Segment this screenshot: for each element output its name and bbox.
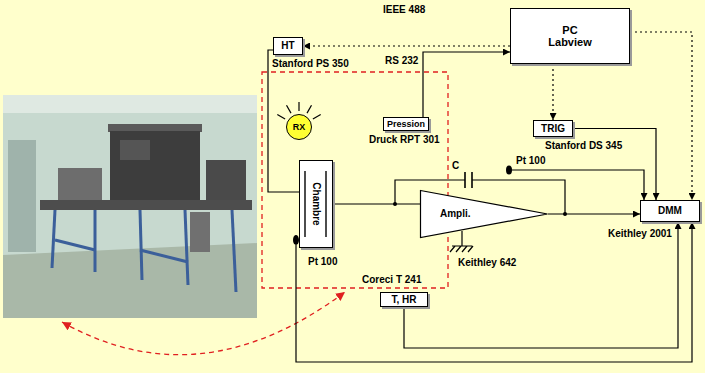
photo-box <box>58 168 102 200</box>
electrode-plate <box>304 171 305 237</box>
device-model: Keithley 2001 <box>608 228 672 240</box>
node-text: TRIG <box>541 123 565 135</box>
bus-label: IEEE 488 <box>383 4 425 16</box>
photo-cabinet <box>8 140 36 252</box>
bus-connector <box>552 64 553 120</box>
supply-box: HT <box>273 37 303 55</box>
amplifier-outline <box>421 191 548 238</box>
photo-ceiling <box>3 95 257 113</box>
node-text: Labview <box>548 36 591 48</box>
computer-box: PCLabview <box>510 8 630 64</box>
sensor-wire <box>512 170 644 200</box>
device-model: Coreci T 241 <box>362 274 421 286</box>
pressure-box: Pression <box>383 117 429 131</box>
sensor-box: T, HR <box>380 292 428 307</box>
device-model: Stanford DS 345 <box>545 140 622 152</box>
ground-symbol <box>450 231 473 252</box>
node-text: DMM <box>658 205 682 217</box>
bus-connector <box>630 32 692 200</box>
node-text: T, HR <box>392 294 417 306</box>
photo-wall <box>3 95 257 318</box>
node-text: Pression <box>387 118 425 130</box>
photo-box <box>206 160 246 200</box>
signal-connector <box>573 129 656 201</box>
node-text: PC <box>562 24 577 36</box>
node-text: HT <box>281 40 294 52</box>
xray-source: RX <box>286 114 312 140</box>
photo-floor <box>3 243 257 318</box>
photo-chamber <box>110 131 200 200</box>
component-label: C <box>452 160 459 172</box>
photo-bench <box>40 200 252 210</box>
sensor-label: Pt 100 <box>516 155 545 167</box>
capacitor-symbol <box>465 172 472 188</box>
amplifier-triangle: Ampli. <box>420 190 548 238</box>
multimeter-box: DMM <box>640 200 700 222</box>
edge-label: RS 232 <box>385 55 418 67</box>
chamber-box: Chambre <box>299 160 333 248</box>
signal-connector <box>404 222 678 348</box>
device-model: Stanford PS 350 <box>272 58 349 70</box>
photo-stage <box>190 212 210 252</box>
node-text: Chambre <box>310 182 322 225</box>
node-text: Ampli. <box>440 208 471 220</box>
signal-connector <box>333 203 420 204</box>
sensor-wire <box>296 222 692 362</box>
photo-link-arc <box>62 292 345 355</box>
sensor-dot <box>506 166 512 175</box>
photo-lid <box>108 124 202 132</box>
photo-stands <box>52 210 236 292</box>
amplifier-outline <box>420 190 548 238</box>
sensor-label: Pt 100 <box>308 256 337 268</box>
signal-connector <box>423 52 510 117</box>
signal-connector <box>548 213 640 214</box>
bus-connector <box>303 45 510 46</box>
photo-panel <box>120 140 150 160</box>
trigger-box: TRIG <box>533 120 573 137</box>
electrode-plate <box>325 171 326 237</box>
lab-photo <box>3 95 257 318</box>
device-model: Druck RPT 301 <box>369 134 440 146</box>
device-model: Keithley 642 <box>458 257 516 269</box>
node-text: RX <box>293 121 306 133</box>
